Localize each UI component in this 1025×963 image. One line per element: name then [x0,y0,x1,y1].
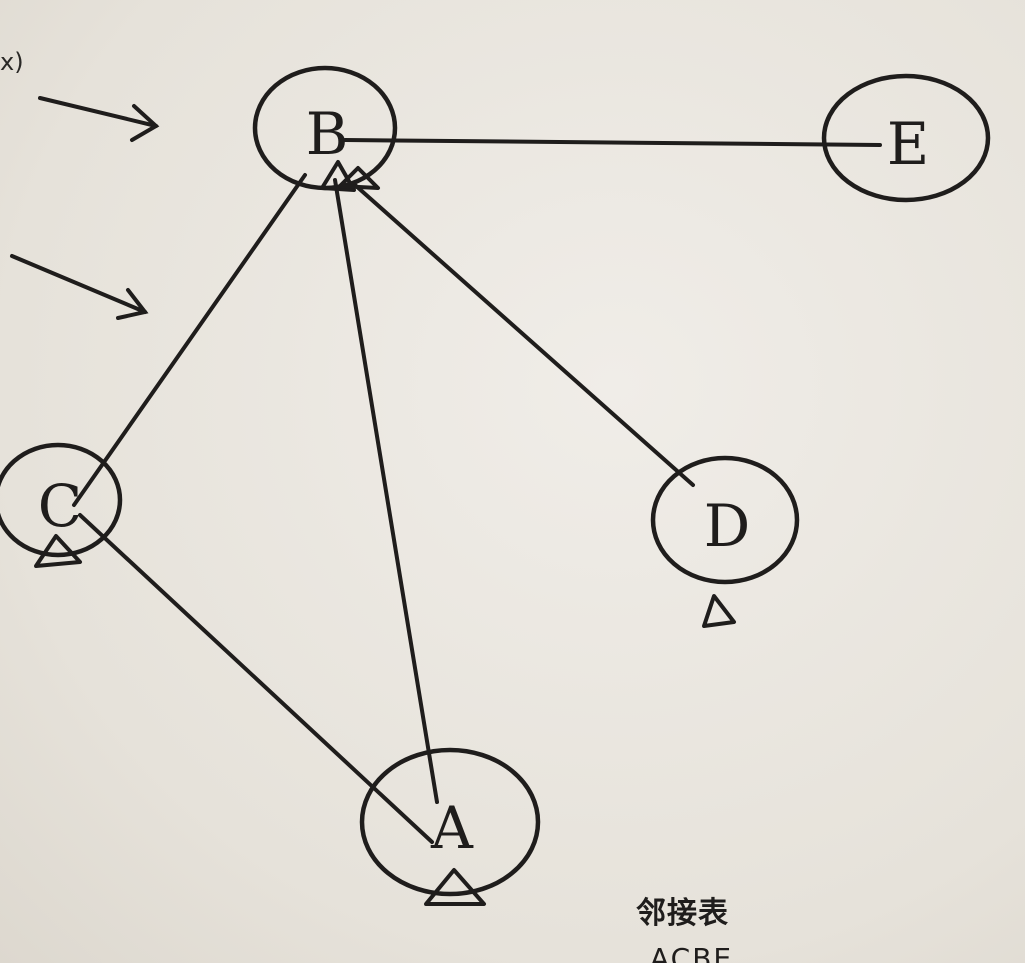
edges-layer [72,138,882,844]
edge-b-d [353,183,695,487]
triangle-mark-c [34,534,82,568]
fragment-text: x) [0,48,24,76]
node-d: D [650,455,800,585]
node-label-c: C [38,472,82,540]
edge-b-c [72,173,307,507]
triangle-marks [34,160,736,906]
edge-b-e [343,138,882,147]
arrow-top-icon [38,96,160,142]
node-e: E [821,73,991,203]
node-circle-d [650,455,800,585]
node-b: B [252,65,398,191]
node-label-d: D [704,492,751,560]
edge-b-a [333,178,439,804]
node-circle-c [0,442,123,558]
node-label-b: B [306,100,349,168]
triangle-mark-d [702,594,736,628]
node-circle-e [821,73,991,203]
nodes-layer: B E C D A [0,65,991,897]
arrow-bottom-icon [10,254,149,320]
triangle-mark-a [424,868,486,906]
triangle-mark-b-1 [320,160,356,192]
node-c: C [0,442,123,558]
node-circle-a [359,747,541,897]
triangle-mark-b-2 [338,166,380,190]
caption-subtitle: ACBE [650,942,734,963]
edge-c-a [78,513,434,844]
node-a: A [359,747,541,897]
caption-title: 邻接表 [636,896,729,931]
node-label-a: A [430,794,474,862]
node-label-e: E [887,110,929,178]
